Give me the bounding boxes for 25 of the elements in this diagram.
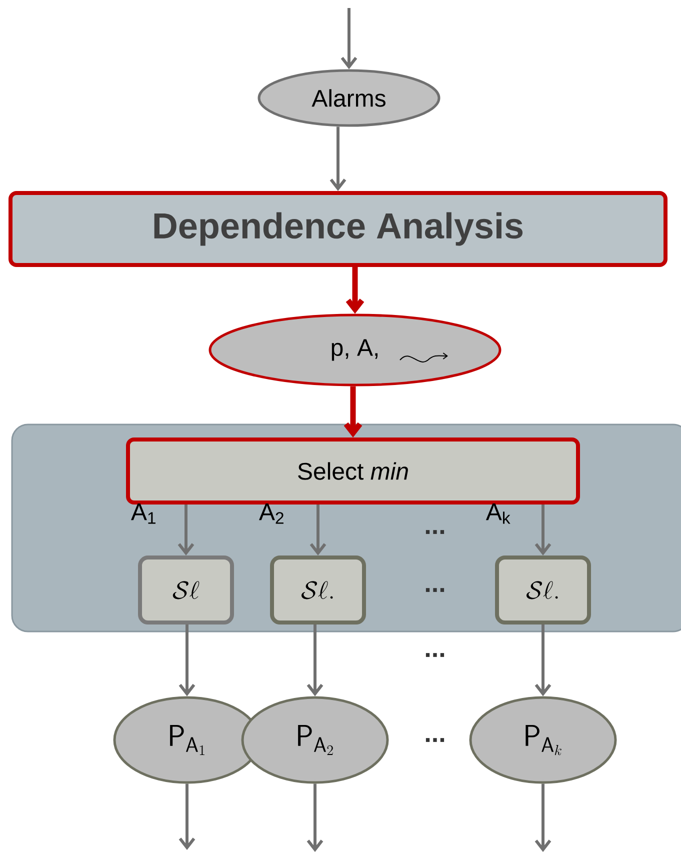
arrow (534, 624, 552, 696)
arrow (534, 784, 552, 852)
arrow (310, 504, 326, 556)
selection-box: $\mathcal{S}\ell$ (138, 556, 234, 624)
arrow (534, 504, 552, 556)
arrow (178, 504, 194, 556)
arrow (306, 624, 324, 696)
ellipsis: ... (426, 653, 444, 657)
arrow (178, 624, 196, 696)
edge-label: A$_{k}$ (486, 504, 510, 524)
arrow (340, 8, 358, 70)
selection-box: $\mathcal{S}\ell.$ (495, 556, 591, 624)
arrow (346, 267, 364, 314)
process-box: Dependence Analysis (8, 191, 668, 267)
ellipsis: ... (426, 530, 444, 534)
select-box: Select min (126, 438, 580, 504)
ellipsis: ... (426, 738, 444, 742)
arrow (344, 386, 362, 438)
arrow (178, 784, 196, 850)
arrow (330, 126, 346, 191)
edge-label: A$_{1}$ (131, 504, 156, 524)
arrow (306, 784, 324, 852)
edge-label: A$_{2}$ (259, 504, 284, 524)
selection-box: $\mathcal{S}\ell.$ (270, 556, 366, 624)
ellipsis: ... (426, 588, 444, 592)
